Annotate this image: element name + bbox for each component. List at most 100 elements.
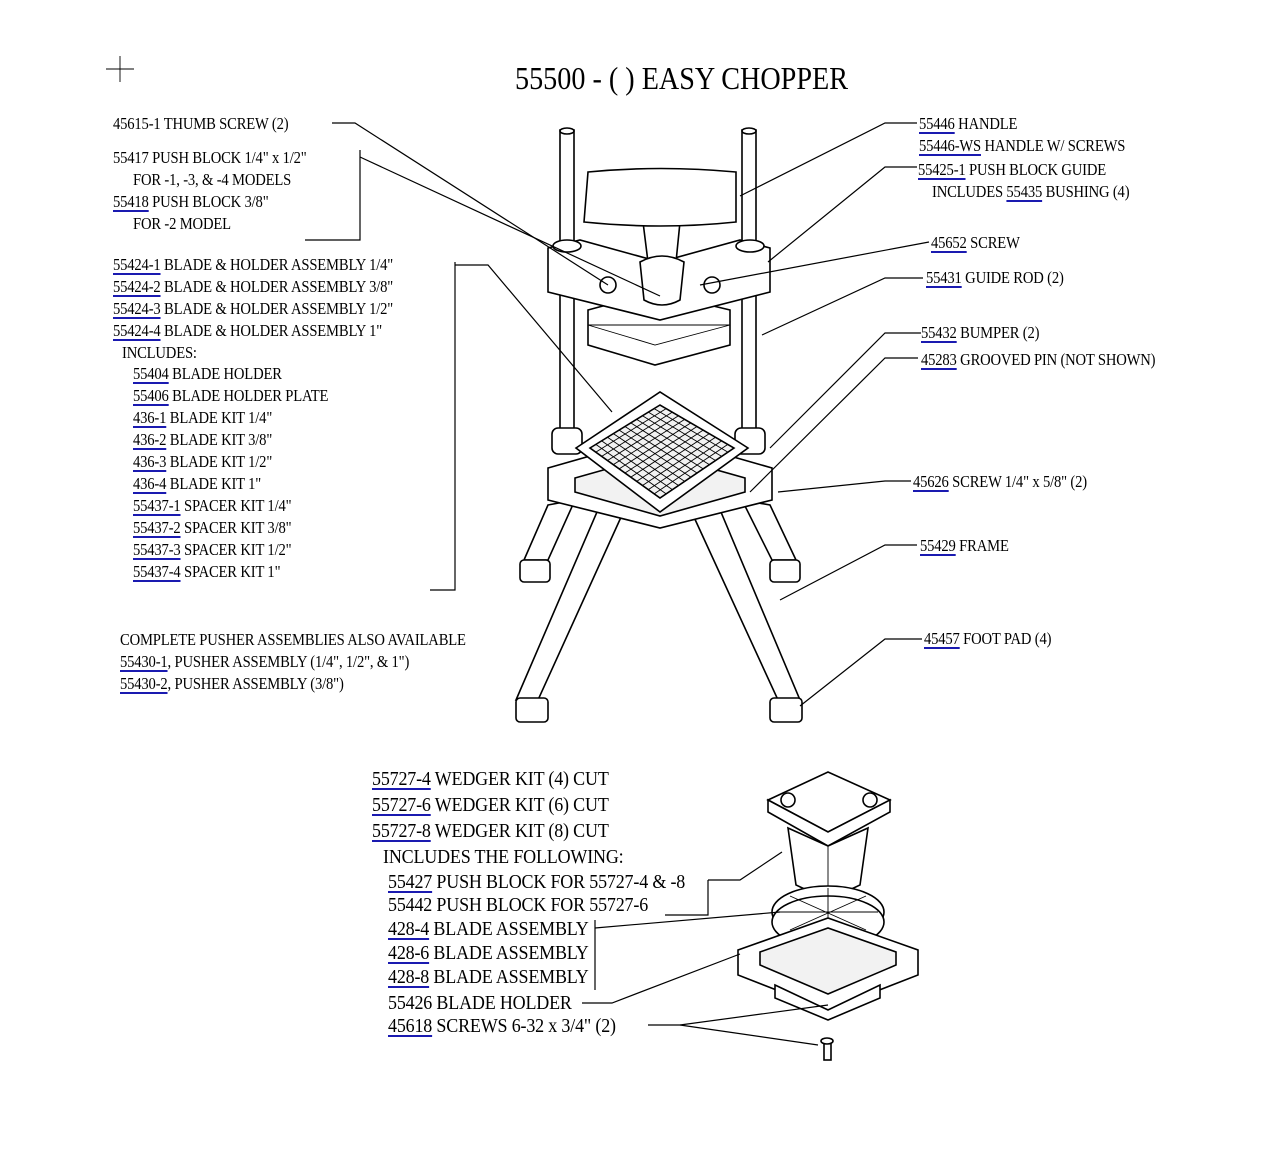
part-number-link[interactable]: 436-1: [133, 408, 167, 427]
wedger-label-55442: 55442 PUSH BLOCK FOR 55727-6: [388, 893, 648, 917]
frame-legs: [514, 498, 803, 723]
part-description: INCLUDES:: [122, 343, 197, 362]
left-label-55430-2: 55430-2, PUSHER ASSEMBLY (3/8"): [120, 674, 344, 694]
right-label-45283: 45283 GROOVED PIN (NOT SHOWN): [921, 350, 1156, 370]
part-description: INCLUDES: [932, 182, 1003, 201]
right-label-55446-ws: 55446-WS HANDLE W/ SCREWS: [919, 136, 1125, 156]
part-number-link[interactable]: 55431: [926, 268, 962, 287]
part-number-link[interactable]: 55446-WS: [919, 136, 981, 155]
left-label-436-1: 436-1 BLADE KIT 1/4": [133, 408, 272, 428]
wedger-label-55426: 55426 BLADE HOLDER: [388, 991, 572, 1015]
part-description: FOR -1, -3, & -4 MODELS: [133, 170, 292, 189]
part-number-link[interactable]: 55437-3: [133, 540, 181, 559]
left-label-55430-1: 55430-1, PUSHER ASSEMBLY (1/4", 1/2", & …: [120, 652, 409, 672]
part-description: SPACER KIT 1": [180, 562, 281, 581]
part-description: FOOT PAD (4): [959, 629, 1052, 648]
part-number-link[interactable]: 428-8: [388, 966, 430, 988]
wedger-label-55427: 55427 PUSH BLOCK FOR 55727-4 & -8: [388, 870, 685, 894]
part-description: SPACER KIT 1/2": [180, 540, 292, 559]
right-label-55431: 55431 GUIDE ROD (2): [926, 268, 1064, 288]
right-label-55429: 55429 FRAME: [920, 536, 1009, 556]
part-number-link[interactable]: 436-4: [133, 474, 167, 493]
part-number-link[interactable]: 55727-4: [372, 768, 431, 790]
part-number-link[interactable]: 45652: [931, 233, 967, 252]
wedger-label-55727-8: 55727-8 WEDGER KIT (8) CUT: [372, 819, 609, 843]
right-label-note-3: INCLUDES 55435 BUSHING (4): [932, 182, 1130, 202]
left-label-436-2: 436-2 BLADE KIT 3/8": [133, 430, 272, 450]
part-number-link[interactable]: 436-3: [133, 452, 167, 471]
part-description: SCREW 1/4" x 5/8" (2): [948, 472, 1087, 491]
wedger-label-428-8: 428-8 BLADE ASSEMBLY: [388, 965, 589, 989]
part-description: SPACER KIT 1/4": [180, 496, 292, 515]
part-number-link[interactable]: 55446: [919, 114, 955, 133]
part-description: WEDGER KIT (8) CUT: [430, 820, 609, 842]
part-description: FRAME: [955, 536, 1009, 555]
part-number-link[interactable]: 55437-4: [133, 562, 181, 581]
part-number-link[interactable]: 55727-8: [372, 820, 431, 842]
left-label-55424-3: 55424-3 BLADE & HOLDER ASSEMBLY 1/2": [113, 299, 393, 319]
part-description: SCREWS 6-32 x 3/4" (2): [432, 1015, 616, 1037]
part-description: BLADE KIT 1": [166, 474, 262, 493]
part-number-link[interactable]: 45283: [921, 350, 957, 369]
left-label-55417: 55417 PUSH BLOCK 1/4" x 1/2": [113, 148, 307, 168]
part-number-link[interactable]: 436-2: [133, 430, 167, 449]
left-label-55418: 55418 PUSH BLOCK 3/8": [113, 192, 269, 212]
part-description: BLADE & HOLDER ASSEMBLY 3/8": [160, 277, 394, 296]
part-description: PUSH BLOCK 1/4" x 1/2": [148, 148, 307, 167]
part-description: BLADE ASSEMBLY: [429, 942, 589, 964]
right-label-55425-1: 55425-1 PUSH BLOCK GUIDE: [918, 160, 1106, 180]
part-description: SCREW: [966, 233, 1020, 252]
part-description: HANDLE W/ SCREWS: [980, 136, 1126, 155]
part-number-link[interactable]: 55406: [133, 386, 169, 405]
part-number-link[interactable]: 55418: [113, 192, 149, 211]
part-description: HANDLE: [954, 114, 1018, 133]
part-number-link[interactable]: 45457: [924, 629, 960, 648]
part-number-link[interactable]: 55430-1: [120, 652, 168, 671]
part-number-link[interactable]: 55427: [388, 871, 433, 893]
left-label-55424-1: 55424-1 BLADE & HOLDER ASSEMBLY 1/4": [113, 255, 393, 275]
part-description: BUMPER (2): [956, 323, 1040, 342]
left-label-55437-3: 55437-3 SPACER KIT 1/2": [133, 540, 292, 560]
part-description: BLADE KIT 1/2": [166, 452, 273, 471]
part-number-link[interactable]: 55424-2: [113, 277, 161, 296]
part-number-link[interactable]: 55404: [133, 364, 169, 383]
left-label-55437-2: 55437-2 SPACER KIT 3/8": [133, 518, 292, 538]
part-description: BLADE HOLDER PLATE: [168, 386, 329, 405]
left-label-note-9: INCLUDES:: [122, 343, 197, 363]
part-number-link[interactable]: 55424-4: [113, 321, 161, 340]
part-number-link[interactable]: 55425-1: [918, 160, 966, 179]
part-number-link[interactable]: 55424-3: [113, 299, 161, 318]
part-description: , PUSHER ASSEMBLY (3/8"): [167, 674, 344, 693]
right-label-45652: 45652 SCREW: [931, 233, 1020, 253]
leader-lines: [305, 122, 930, 1046]
part-description: PUSH BLOCK GUIDE: [965, 160, 1106, 179]
part-number-link[interactable]: 55727-6: [372, 794, 431, 816]
part-description: COMPLETE PUSHER ASSEMBLIES ALSO AVAILABL…: [120, 630, 466, 649]
part-number-link[interactable]: 55435: [1006, 182, 1043, 201]
part-description: PUSH BLOCK FOR 55727-6: [432, 894, 649, 916]
diagram-title: 55500 - ( ) EASY CHOPPER: [515, 60, 848, 96]
left-label-436-3: 436-3 BLADE KIT 1/2": [133, 452, 272, 472]
part-number-link[interactable]: 55437-2: [133, 518, 181, 537]
part-number-link[interactable]: 45626: [913, 472, 949, 491]
part-number-link[interactable]: 45618: [388, 1015, 433, 1037]
part-number-link[interactable]: 428-6: [388, 942, 430, 964]
left-label-55437-4: 55437-4 SPACER KIT 1": [133, 562, 281, 582]
wedger-drawing: [737, 771, 919, 1061]
part-description: WEDGER KIT (6) CUT: [430, 794, 609, 816]
part-number-link[interactable]: 55429: [920, 536, 956, 555]
part-description: PUSH BLOCK 3/8": [148, 192, 269, 211]
part-number-link[interactable]: 55424-1: [113, 255, 161, 274]
right-label-55446: 55446 HANDLE: [919, 114, 1017, 134]
part-description: WEDGER KIT (4) CUT: [430, 768, 609, 790]
wedger-label-55727-4: 55727-4 WEDGER KIT (4) CUT: [372, 767, 609, 791]
part-number-link[interactable]: 428-4: [388, 918, 430, 940]
part-description: , PUSHER ASSEMBLY (1/4", 1/2", & 1"): [167, 652, 410, 671]
part-number-link[interactable]: 55437-1: [133, 496, 181, 515]
wedger-label-45618: 45618 SCREWS 6-32 x 3/4" (2): [388, 1014, 616, 1038]
part-number-link[interactable]: 55432: [921, 323, 957, 342]
wedger-label-428-6: 428-6 BLADE ASSEMBLY: [388, 941, 589, 965]
part-number-link[interactable]: 55430-2: [120, 674, 168, 693]
